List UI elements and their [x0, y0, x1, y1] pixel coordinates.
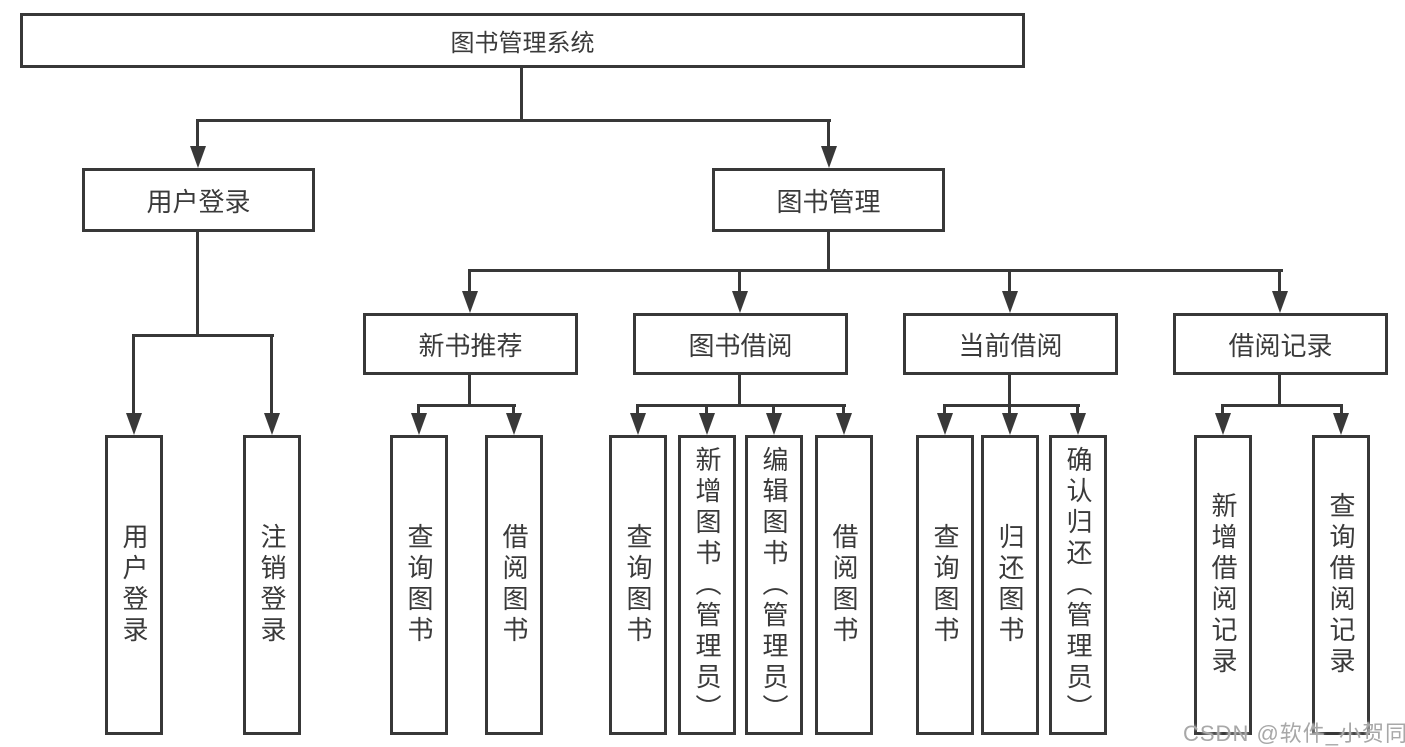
connector-line [196, 119, 831, 122]
arrow-head [462, 291, 478, 313]
leaf-confirm-return-admin: 确认归还（管理员） [1049, 435, 1107, 735]
connector-line [827, 119, 830, 149]
arrow-head [1002, 413, 1018, 435]
connector-line [1278, 269, 1281, 295]
connector-line [827, 230, 830, 272]
arrow-head [126, 413, 142, 435]
node-book-borrowing: 图书借阅 [633, 313, 848, 375]
connector-line [132, 334, 135, 416]
connector-line [1008, 269, 1011, 295]
connector-line [738, 269, 741, 295]
arrow-head [1070, 413, 1086, 435]
arrow-head [937, 413, 953, 435]
connector-line [468, 373, 471, 406]
node-book-management: 图书管理 [712, 168, 945, 232]
arrow-head [1215, 413, 1231, 435]
arrow-head [732, 291, 748, 313]
connector-line [1278, 373, 1281, 406]
node-borrowing-records: 借阅记录 [1173, 313, 1388, 375]
csdn-watermark: CSDN @软件_小贺同学 [1183, 721, 1405, 746]
leaf-borrow-books-borrow: 借阅图书 [815, 435, 873, 735]
arrow-head [411, 413, 427, 435]
connector-line [417, 404, 516, 407]
node-label: 编辑图书（管理员） [759, 445, 789, 725]
leaf-query-books-recommend: 查询图书 [390, 435, 448, 735]
arrow-head [1272, 291, 1288, 313]
connector-line [468, 269, 471, 295]
node-label: 新增图书（管理员） [692, 445, 722, 725]
node-new-book-recommendation: 新书推荐 [363, 313, 578, 375]
node-label: 查询图书 [623, 523, 653, 647]
node-label: 图书管理 [776, 186, 881, 217]
connector-line [1008, 373, 1011, 406]
connector-line [842, 404, 845, 417]
connector-line [738, 373, 741, 406]
connector-line [943, 404, 946, 417]
arrow-head [821, 146, 837, 168]
connector-line [943, 404, 1080, 407]
connector-line [1076, 404, 1079, 417]
node-label: 用户登录 [146, 186, 251, 217]
leaf-return-books: 归还图书 [981, 435, 1039, 735]
connector-line [132, 334, 274, 337]
leaf-add-books-admin: 新增图书（管理员） [678, 435, 736, 735]
leaf-user-login: 用户登录 [105, 435, 163, 735]
connector-line [417, 404, 420, 417]
connector-line [1340, 404, 1343, 417]
connector-line [1221, 404, 1343, 407]
leaf-query-books-current: 查询图书 [916, 435, 974, 735]
connector-line [705, 404, 708, 417]
node-label: 查询图书 [930, 523, 960, 647]
node-library-management-system: 图书管理系统 [20, 13, 1025, 68]
connector-line [1221, 404, 1224, 417]
arrow-head [836, 413, 852, 435]
leaf-query-books-borrow: 查询图书 [609, 435, 667, 735]
node-label: 图书借阅 [688, 330, 793, 361]
node-current-borrowing: 当前借阅 [903, 313, 1118, 375]
arrow-head [190, 146, 206, 168]
connector-line [196, 230, 199, 336]
node-label: 新书推荐 [418, 330, 523, 361]
arrow-head [264, 413, 280, 435]
node-label: 借阅图书 [499, 523, 529, 647]
connector-line [270, 334, 273, 416]
node-label: 图书管理系统 [450, 30, 595, 57]
node-label: 新增借阅记录 [1208, 492, 1238, 678]
arrow-head [630, 413, 646, 435]
leaf-borrow-books-recommend: 借阅图书 [485, 435, 543, 735]
arrow-head [766, 413, 782, 435]
connector-line [772, 404, 775, 417]
node-label: 用户登录 [119, 523, 149, 647]
node-label: 查询借阅记录 [1326, 492, 1356, 678]
node-user-login: 用户登录 [82, 168, 315, 232]
connector-line [196, 119, 199, 149]
node-label: 归还图书 [995, 523, 1025, 647]
leaf-add-borrow-record: 新增借阅记录 [1194, 435, 1252, 735]
connector-line [636, 404, 639, 417]
connector-line [520, 66, 523, 120]
node-label: 借阅记录 [1228, 330, 1333, 361]
node-label: 注销登录 [257, 523, 287, 647]
node-label: 确认归还（管理员） [1063, 445, 1093, 725]
leaf-logout-login: 注销登录 [243, 435, 301, 735]
leaf-edit-books-admin: 编辑图书（管理员） [745, 435, 803, 735]
node-label: 借阅图书 [829, 523, 859, 647]
arrow-head [1333, 413, 1349, 435]
node-label: 当前借阅 [958, 330, 1063, 361]
arrow-head [1002, 291, 1018, 313]
node-label: 查询图书 [404, 523, 434, 647]
arrow-head [699, 413, 715, 435]
connector-line [512, 404, 515, 417]
leaf-query-borrow-record: 查询借阅记录 [1312, 435, 1370, 735]
connector-line [636, 404, 846, 407]
connector-line [1008, 404, 1011, 417]
arrow-head [506, 413, 522, 435]
connector-line [468, 269, 1283, 272]
